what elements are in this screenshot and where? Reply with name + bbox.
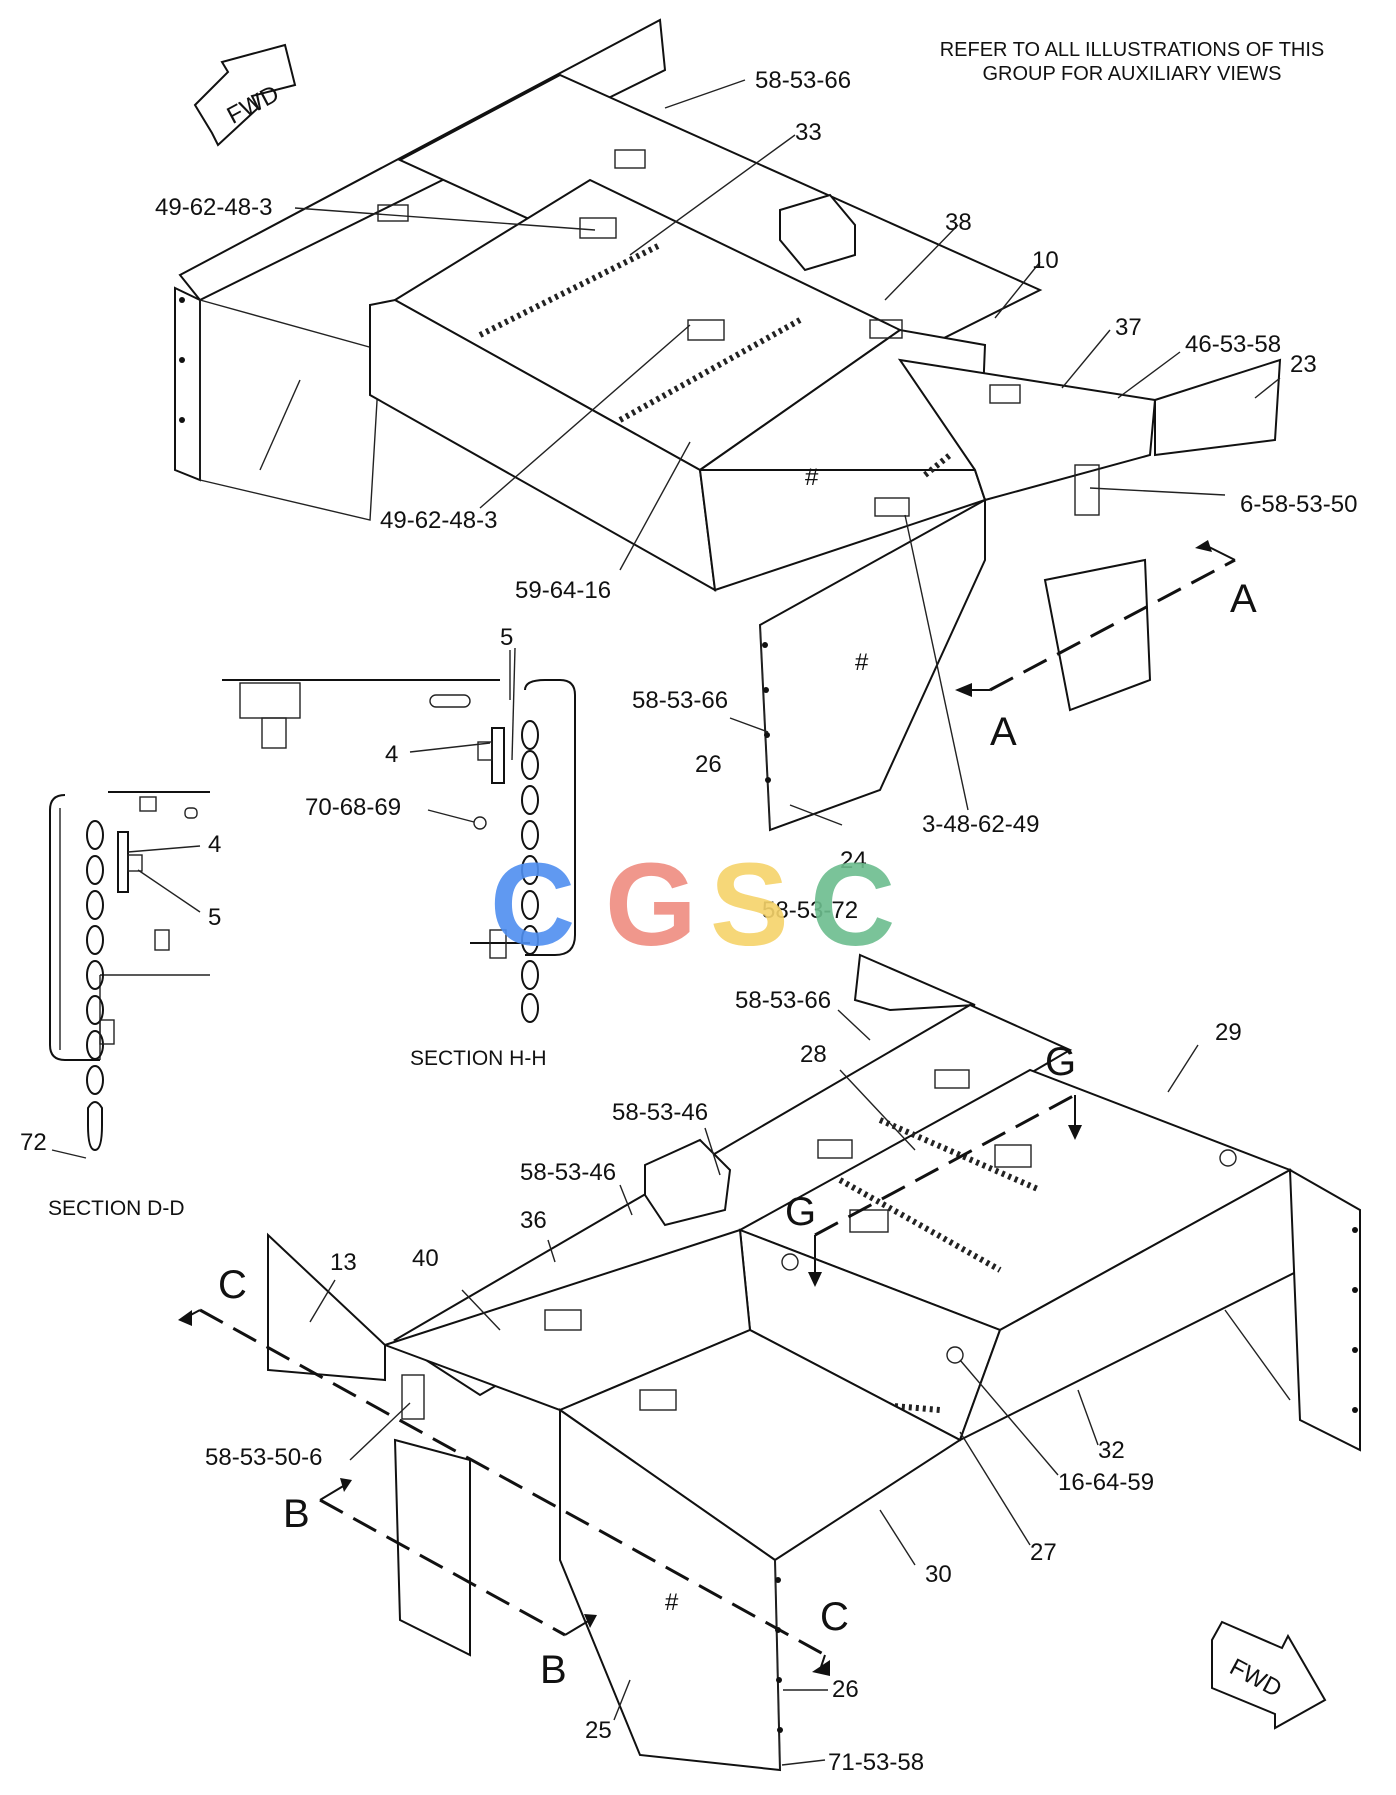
callout-26-upper: 26 (695, 751, 722, 778)
chain-icon (521, 720, 539, 1023)
callout-3-48-62-49: 3-48-62-49 (922, 811, 1039, 838)
upper-leaders (294, 79, 1281, 826)
watermark-letter-3: S (710, 839, 789, 971)
callout-5-dd: 5 (208, 904, 221, 931)
callout-36: 36 (520, 1207, 547, 1234)
section-a-marker-right: A (1230, 577, 1257, 621)
note-line-2: GROUP FOR AUXILIARY VIEWS (983, 63, 1282, 85)
callout-4-hh: 4 (385, 741, 398, 768)
section-dd-label: SECTION D-D (48, 1197, 185, 1220)
section-c-marker-left: C (218, 1263, 247, 1307)
callout-58-53-46-a: 58-53-46 (612, 1099, 708, 1126)
lower-hood-assembly: # (267, 953, 1361, 1772)
logo-mark-upper: # (855, 649, 869, 676)
section-b-marker-right: B (540, 1648, 567, 1692)
callout-28: 28 (800, 1041, 827, 1068)
section-c-line: C C (178, 1263, 849, 1676)
callout-46-53-58: 46-53-58 (1185, 331, 1281, 358)
callout-72: 72 (20, 1129, 47, 1156)
watermark-letter-2: G (605, 839, 697, 971)
callout-24: 24 (840, 847, 867, 874)
callout-30: 30 (925, 1561, 952, 1588)
cgsc-watermark: C G S C (490, 839, 895, 971)
watermark-letter-4: C (810, 839, 895, 971)
section-g-marker-right: G (1045, 1040, 1076, 1084)
callout-38: 38 (945, 209, 972, 236)
callout-25: 25 (585, 1717, 612, 1744)
callout-5-hh: 5 (500, 624, 513, 651)
callout-6-58-53-50: 6-58-53-50 (1240, 491, 1357, 518)
section-c-marker-right: C (820, 1595, 849, 1639)
callout-58-53-72: 58-53-72 (762, 897, 858, 924)
section-hh-label: SECTION H-H (410, 1047, 547, 1070)
section-hh-detail: 5 4 70-68-69 SECTION H-H (222, 624, 576, 1070)
callout-40: 40 (412, 1245, 439, 1272)
callout-13: 13 (330, 1249, 357, 1276)
section-a-line: A A (955, 540, 1257, 754)
fwd-arrow-top-icon: FWD (193, 43, 297, 147)
callout-49-62-48-3-mid: 49-62-48-3 (380, 507, 497, 534)
note-line-1: REFER TO ALL ILLUSTRATIONS OF THIS (940, 39, 1325, 61)
callout-59-64-16: 59-64-16 (515, 577, 611, 604)
callout-16-64-59: 16-64-59 (1058, 1469, 1154, 1496)
callout-58-53-66-low: 58-53-66 (735, 987, 831, 1014)
callout-58-53-50-6: 58-53-50-6 (205, 1444, 322, 1471)
chain-dd-icon (86, 820, 104, 1152)
logo-mark-lower: # (665, 1589, 679, 1616)
callout-4-dd: 4 (208, 831, 221, 858)
callout-10: 10 (1032, 247, 1059, 274)
callout-23: 23 (1290, 351, 1317, 378)
callout-33: 33 (795, 119, 822, 146)
callout-32: 32 (1098, 1437, 1125, 1464)
section-g-line: G G (785, 1040, 1082, 1287)
callout-58-53-46-b: 58-53-46 (520, 1159, 616, 1186)
section-b-marker-left: B (283, 1492, 310, 1536)
callout-49-62-48-3-top: 49-62-48-3 (155, 194, 272, 221)
callout-26-lower: 26 (832, 1676, 859, 1703)
section-dd-detail: 4 5 72 SECTION D-D (20, 791, 221, 1220)
section-g-marker-left: G (785, 1190, 816, 1234)
callout-58-53-66-mid: 58-53-66 (632, 687, 728, 714)
callout-37: 37 (1115, 314, 1142, 341)
lower-leaders (309, 1009, 1199, 1766)
section-b-line: B B (283, 1478, 597, 1692)
callout-71-53-58: 71-53-58 (828, 1749, 924, 1776)
watermark-letter-1: C (490, 839, 575, 971)
callout-27: 27 (1030, 1539, 1057, 1566)
callout-70-68-69: 70-68-69 (305, 794, 401, 821)
upper-hood-assembly: # # (174, 18, 1282, 832)
section-a-marker-left: A (990, 710, 1017, 754)
logo-mark-top: # (805, 464, 819, 491)
fwd-arrow-bottom-icon: FWD (1211, 1620, 1327, 1730)
callout-29: 29 (1215, 1019, 1242, 1046)
callout-58-53-66-top: 58-53-66 (755, 67, 851, 94)
